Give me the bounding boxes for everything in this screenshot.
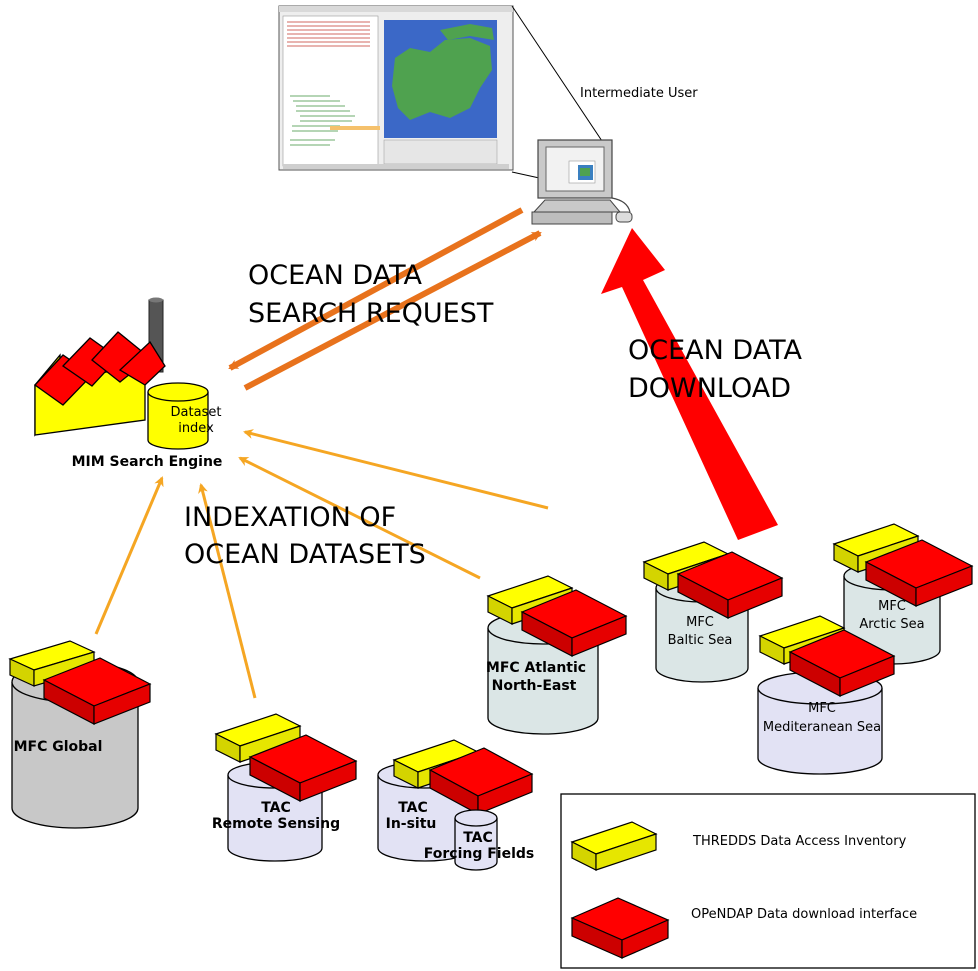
- tac-insitu-label-line1: TAC: [398, 800, 428, 816]
- computer-icon: [531, 139, 633, 225]
- mfc-global-label: MFC Global: [14, 739, 103, 755]
- mfc-arctic-label-line1: MFC: [878, 599, 906, 614]
- legend-thredds-label: THREDDS Data Access Inventory: [692, 834, 907, 849]
- legend: THREDDS Data Access Inventory OPeNDAP Da…: [560, 793, 976, 969]
- factory-icon: [34, 297, 166, 437]
- indexation-label-line2: OCEAN DATASETS: [184, 539, 426, 570]
- opendap-box-mediterranean: [788, 629, 896, 697]
- download-label-line1: OCEAN DATA: [628, 335, 803, 366]
- index-arrow-atlantic: [238, 456, 481, 580]
- mfc-arctic-label-line2: Arctic Sea: [859, 617, 924, 632]
- tac-forcing-label-line1: TAC: [463, 830, 493, 846]
- mfc-baltic-label-line2: Baltic Sea: [668, 633, 733, 648]
- dataset-index-label-line2: index: [178, 421, 214, 436]
- index-arrow-remote-sensing: [198, 483, 257, 699]
- index-arrow-baltic: [243, 429, 549, 510]
- intermediate-user-label: Intermediate User: [580, 86, 698, 101]
- indexation-label-line1: INDEXATION OF: [184, 502, 396, 533]
- dataset-index-label-line1: Dataset: [171, 405, 222, 420]
- search-request-arrow: [228, 207, 524, 371]
- tac-remote-label-line2: Remote Sensing: [212, 816, 340, 832]
- mfc-atlantic-label-line2: North-East: [492, 678, 577, 694]
- tac-remote-label-line1: TAC: [261, 800, 291, 816]
- legend-thredds-swatch: [570, 821, 658, 871]
- dataset-index-cylinder: [147, 382, 209, 450]
- download-label-line2: DOWNLOAD: [628, 373, 791, 404]
- legend-opendap-label: OPeNDAP Data download interface: [691, 907, 917, 922]
- mfc-baltic-label-line1: MFC: [686, 615, 714, 630]
- opendap-box-baltic: [676, 551, 784, 619]
- tac-forcing-label-line2: Forcing Fields: [424, 846, 535, 862]
- ocean-data-download-arrow: [601, 228, 778, 540]
- thredds-box-remote-sensing: [214, 713, 302, 763]
- mfc-atlantic-label-line1: MFC Atlantic: [486, 660, 586, 676]
- tac-insitu-label-line2: In-situ: [386, 816, 437, 832]
- opendap-box-arctic: [864, 539, 974, 607]
- mfc-med-label-line2: Mediteranean Sea: [763, 720, 881, 735]
- opendap-box-global: [42, 657, 152, 725]
- search-response-arrow: [243, 230, 542, 391]
- opendap-box-insitu: [428, 747, 534, 816]
- search-request-label-line1: OCEAN DATA: [248, 260, 423, 291]
- mfc-med-label-line1: MFC: [808, 701, 836, 716]
- tac-forcing-fields-database: [454, 809, 498, 871]
- opendap-box-remote-sensing: [248, 734, 358, 802]
- index-arrow-global: [94, 476, 164, 635]
- app-screenshot-thumbnail: [278, 5, 514, 171]
- opendap-box-atlantic: [520, 589, 628, 657]
- search-request-label-line2: SEARCH REQUEST: [248, 298, 494, 329]
- search-engine-label: MIM Search Engine: [72, 454, 223, 470]
- legend-opendap-swatch: [570, 897, 670, 959]
